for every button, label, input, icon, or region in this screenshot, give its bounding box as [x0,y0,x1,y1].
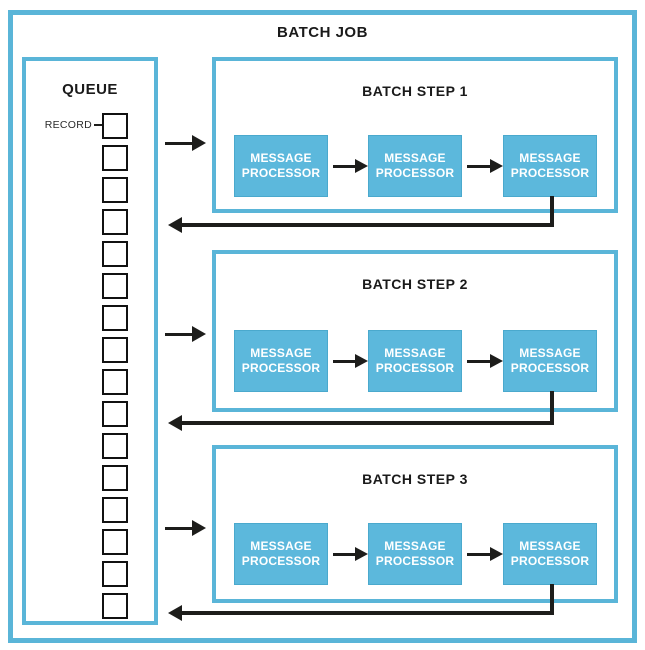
record-label: RECORD [44,119,92,131]
processor-arrow-line [467,165,491,168]
record-square [102,273,128,299]
step2-return-arrow-line [182,421,554,425]
record-square [102,209,128,235]
queue-to-step3-arrow-head-icon [192,520,206,536]
message-processor: MESSAGE PROCESSOR [368,523,462,585]
record-square [102,497,128,523]
batch-job-title: BATCH JOB [277,24,368,41]
message-processor: MESSAGE PROCESSOR [503,330,597,392]
queue-to-step2-arrow-line [165,333,193,336]
record-square [102,305,128,331]
queue-container: QUEUE RECORD [22,57,158,625]
processor-arrow-head-icon [355,159,368,173]
record-list [102,113,128,625]
processor-arrow-line [333,165,356,168]
record-square [102,465,128,491]
processor-arrow-head-icon [355,547,368,561]
batch-step-3-container: BATCH STEP 3 MESSAGE PROCESSOR MESSAGE P… [212,445,618,603]
message-processor: MESSAGE PROCESSOR [503,523,597,585]
message-processor: MESSAGE PROCESSOR [368,330,462,392]
batch-step-1-title: BATCH STEP 1 [362,83,468,99]
queue-to-step1-arrow-line [165,142,193,145]
record-square [102,593,128,619]
record-square [102,401,128,427]
step2-return-arrow-vertical [550,391,554,425]
processor-arrow-head-icon [490,354,503,368]
message-processor: MESSAGE PROCESSOR [503,135,597,197]
record-square [102,529,128,555]
batch-step-3-title: BATCH STEP 3 [362,471,468,487]
record-square [102,145,128,171]
queue-to-step3-arrow-line [165,527,193,530]
batch-step-1-container: BATCH STEP 1 MESSAGE PROCESSOR MESSAGE P… [212,57,618,213]
record-square [102,369,128,395]
processor-arrow-line [333,360,356,363]
record-pointer-line [94,124,104,126]
processor-arrow-head-icon [490,547,503,561]
queue-to-step2-arrow-head-icon [192,326,206,342]
record-square [102,177,128,203]
processor-arrow-line [467,553,491,556]
batch-step-2-title: BATCH STEP 2 [362,276,468,292]
step1-return-arrow-head-icon [168,217,182,233]
record-square [102,241,128,267]
message-processor: MESSAGE PROCESSOR [234,330,328,392]
queue-to-step1-arrow-head-icon [192,135,206,151]
queue-title: QUEUE [62,81,118,98]
step3-return-arrow-line [182,611,554,615]
record-square [102,433,128,459]
message-processor: MESSAGE PROCESSOR [368,135,462,197]
step3-return-arrow-head-icon [168,605,182,621]
message-processor: MESSAGE PROCESSOR [234,523,328,585]
record-square [102,113,128,139]
step1-return-arrow-vertical [550,196,554,227]
message-processor: MESSAGE PROCESSOR [234,135,328,197]
processor-arrow-line [467,360,491,363]
batch-step-2-container: BATCH STEP 2 MESSAGE PROCESSOR MESSAGE P… [212,250,618,412]
processor-arrow-head-icon [355,354,368,368]
step2-return-arrow-head-icon [168,415,182,431]
record-square [102,561,128,587]
processor-arrow-head-icon [490,159,503,173]
step1-return-arrow-line [182,223,554,227]
processor-arrow-line [333,553,356,556]
record-square [102,337,128,363]
step3-return-arrow-vertical [550,584,554,615]
